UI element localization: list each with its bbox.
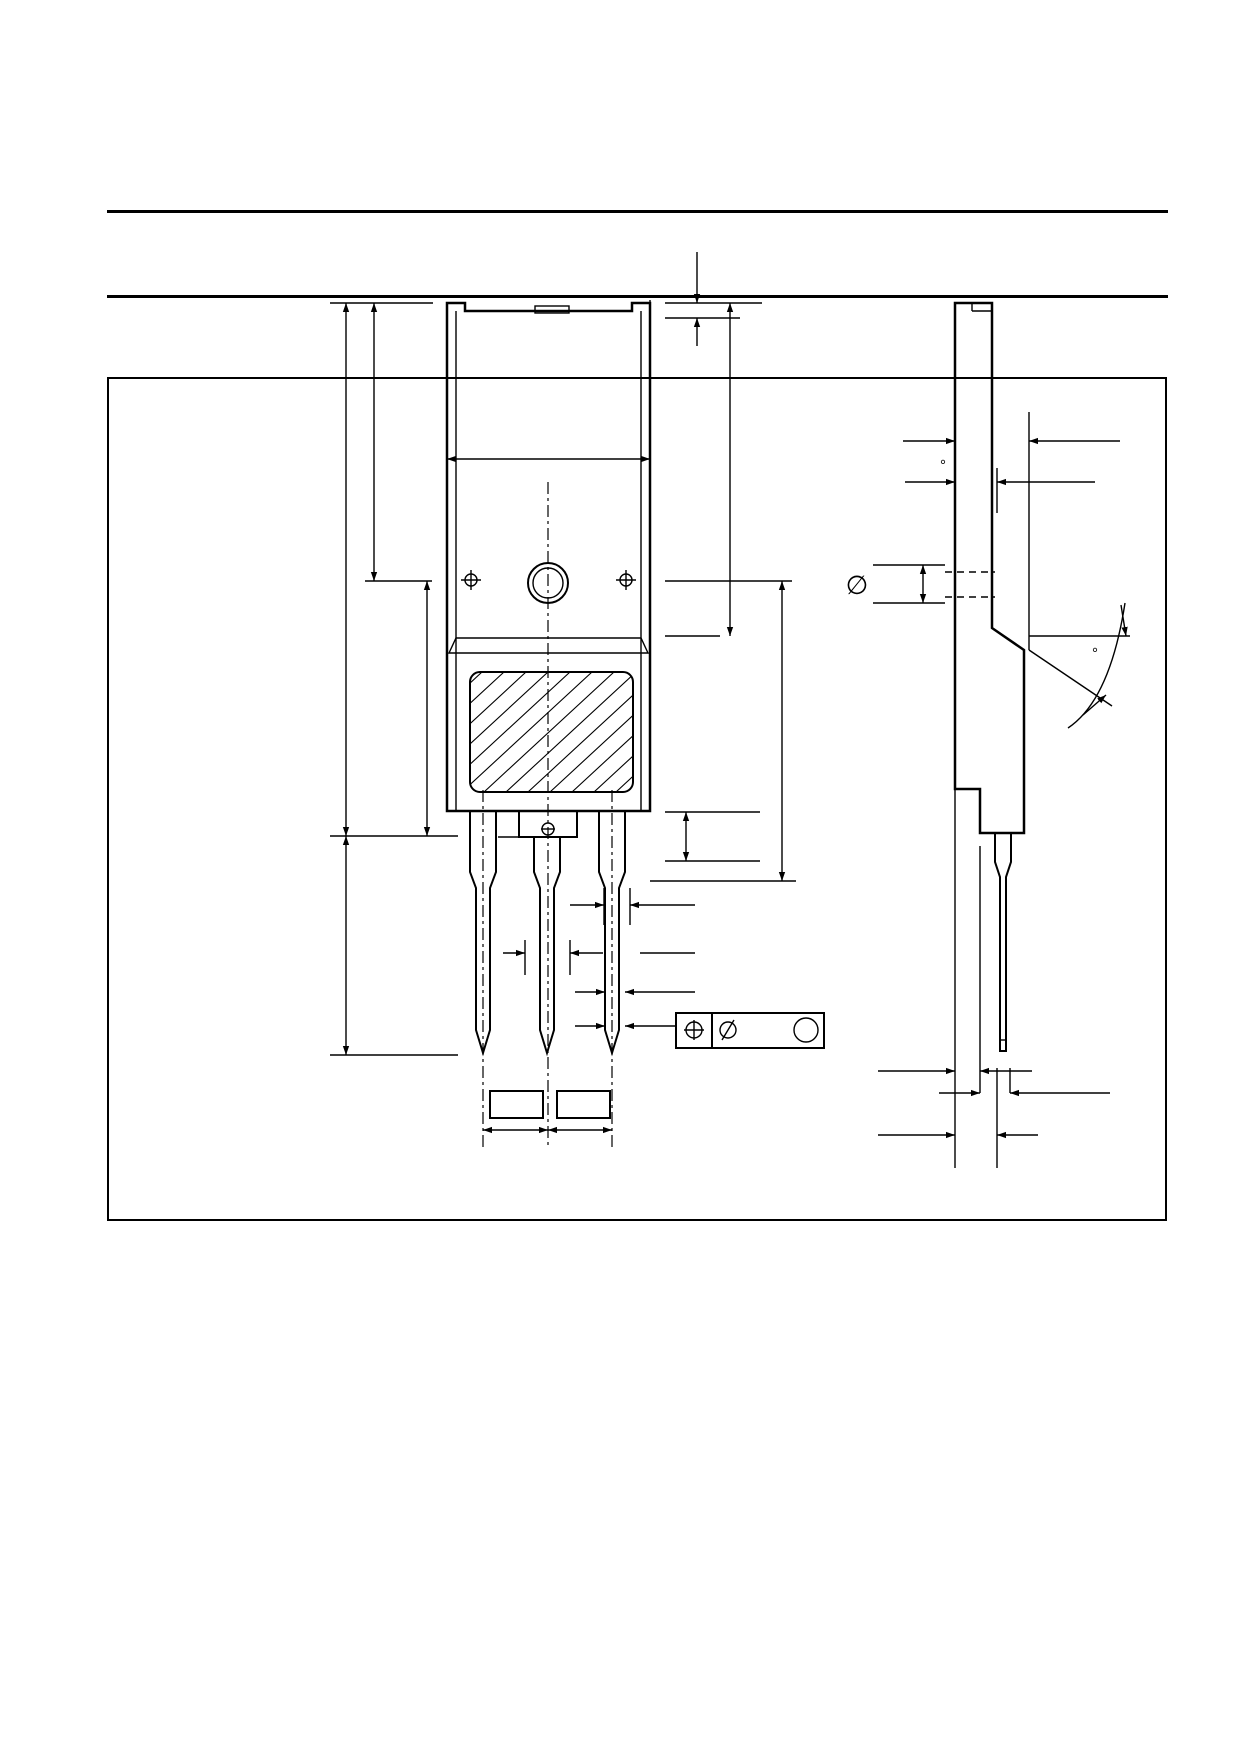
side-body <box>953 301 1026 835</box>
center-lead-root <box>518 811 578 838</box>
hatch-line <box>615 672 633 792</box>
hatch-line <box>505 672 633 792</box>
pitch-box-left <box>489 1090 544 1119</box>
alignment-mark-right <box>616 570 636 590</box>
hatch-line <box>638 672 768 792</box>
hatch-line <box>549 672 633 792</box>
hatch-line <box>470 672 549 792</box>
hatch-line <box>660 672 790 792</box>
heatsink-hatching <box>330 672 790 792</box>
hatch-line <box>470 672 571 792</box>
hatch-line <box>470 672 505 792</box>
pitch-box-right <box>556 1090 611 1119</box>
diameter-symbol: ∅ <box>846 570 869 600</box>
hatch-line <box>593 672 633 792</box>
side-lead <box>994 833 1012 1052</box>
hatch-line <box>330 672 460 792</box>
hatch-line <box>470 672 483 792</box>
tolerance-frame <box>675 1012 825 1049</box>
lead-center <box>533 837 561 1057</box>
heatsink-area <box>469 671 634 793</box>
drawing-frame <box>107 377 1167 1221</box>
hatch-line <box>483 672 615 792</box>
alignment-mark-left <box>461 570 481 590</box>
degree-mark-angle: ° <box>1092 645 1098 662</box>
degree-mark-top: ° <box>940 457 946 474</box>
side-view: ° ∅ ° <box>846 301 1130 1168</box>
header-rule-bottom <box>107 295 1168 298</box>
tolerance-modifier-circle <box>793 1017 819 1043</box>
header-rule-top <box>107 210 1168 213</box>
hatch-line <box>470 672 593 792</box>
hatch-line <box>470 672 527 792</box>
package-body <box>445 301 652 813</box>
tab-top-notch <box>534 305 570 314</box>
hatch-line <box>571 672 633 792</box>
hatch-line <box>527 672 633 792</box>
front-view <box>330 252 825 1148</box>
